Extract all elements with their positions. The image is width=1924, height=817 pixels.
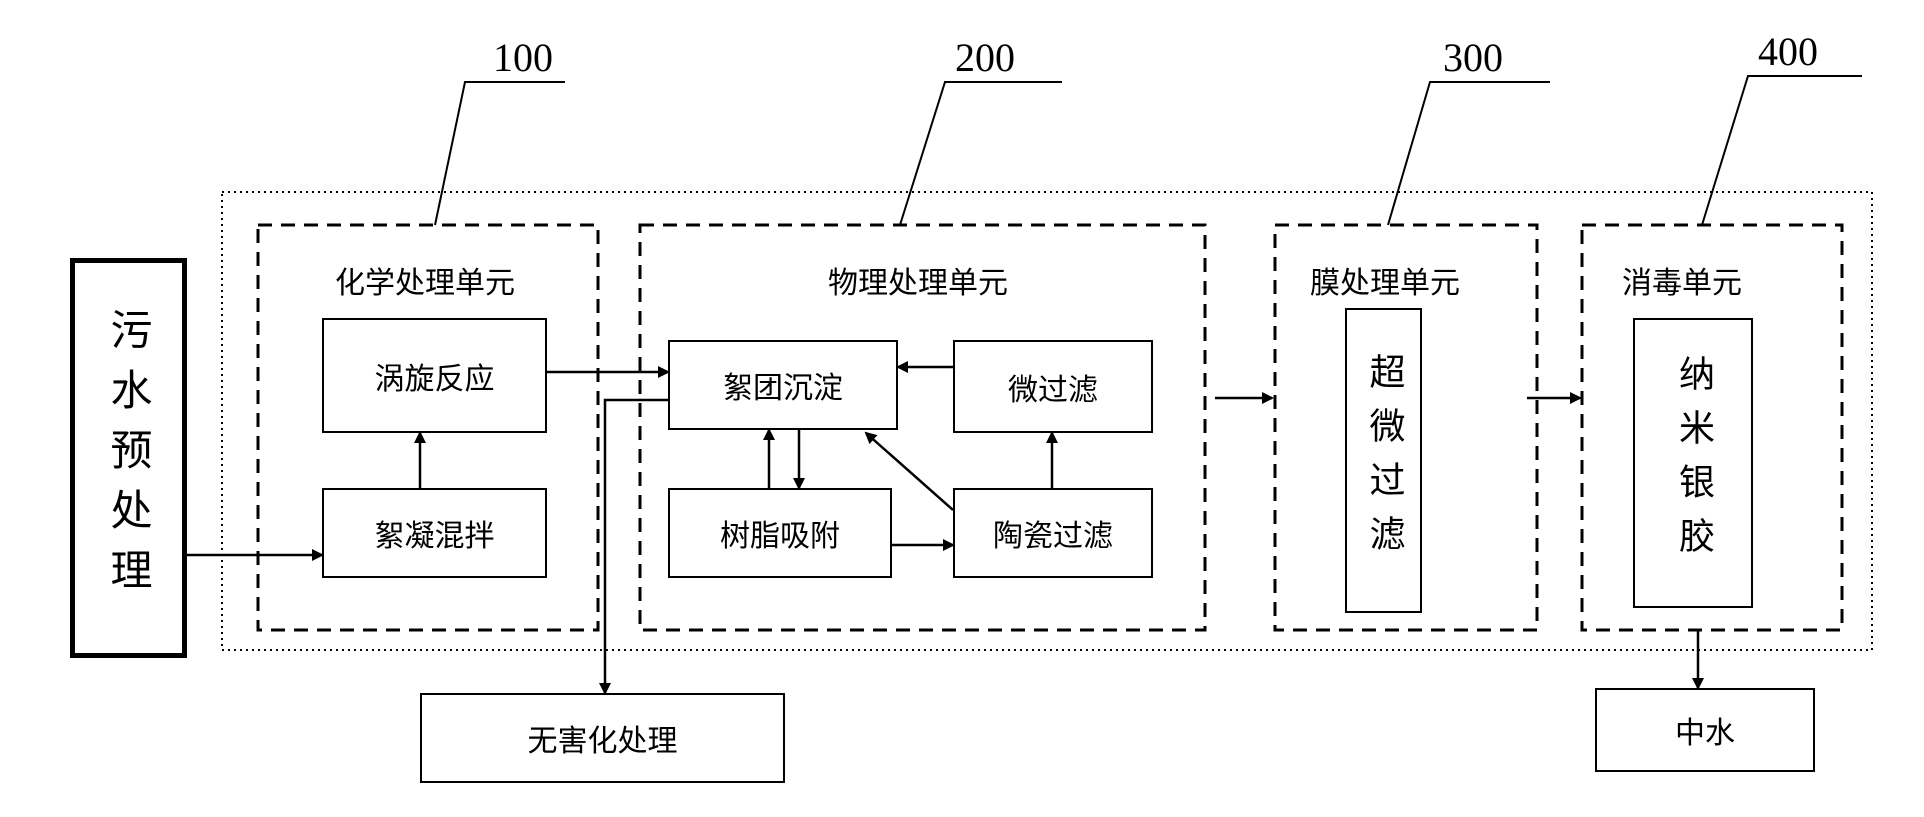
ref-200-label: 200 xyxy=(955,35,1015,80)
phys-unit-title: 物理处理单元 xyxy=(828,266,1008,301)
ref-100-leader xyxy=(434,81,565,226)
ref-400-label: 400 xyxy=(1758,29,1818,74)
floc-mix-box: 絮凝混拌 xyxy=(322,488,547,578)
vortex-reaction-box: 涡旋反应 xyxy=(322,318,547,433)
pretreatment-box: 污水预处理 xyxy=(70,258,187,658)
disinfect-unit-boundary xyxy=(1580,223,1844,632)
ref-300-label: 300 xyxy=(1443,35,1503,80)
arrow-ceramic-to-flocsettle xyxy=(864,431,954,511)
ultra-filter-box: 超微过滤 xyxy=(1345,308,1422,613)
ref-400-leader xyxy=(1701,75,1862,226)
micro-filter-box: 微过滤 xyxy=(953,340,1153,433)
harmless-treatment-box: 无害化处理 xyxy=(420,693,785,783)
ref-300-leader xyxy=(1387,81,1550,226)
ceramic-filter-box: 陶瓷过滤 xyxy=(953,488,1153,578)
reclaimed-water-box: 中水 xyxy=(1595,688,1815,772)
nano-silver-box: 纳米银胶 xyxy=(1633,318,1753,608)
chem-unit-boundary xyxy=(256,223,600,632)
floc-settle-box: 絮团沉淀 xyxy=(668,340,898,430)
membrane-unit-boundary xyxy=(1273,223,1539,632)
chem-unit-title: 化学处理单元 xyxy=(335,266,515,301)
phys-unit-boundary xyxy=(638,223,1207,632)
arrow-flocsettle-to-harmless xyxy=(599,398,668,695)
ref-100-label: 100 xyxy=(493,35,553,80)
disinfect-unit-title: 消毒单元 xyxy=(1622,266,1742,301)
ref-200-leader xyxy=(899,81,1062,226)
membrane-unit-title: 膜处理单元 xyxy=(1310,266,1460,301)
system-boundary xyxy=(221,191,1873,651)
resin-adsorb-box: 树脂吸附 xyxy=(668,488,892,578)
